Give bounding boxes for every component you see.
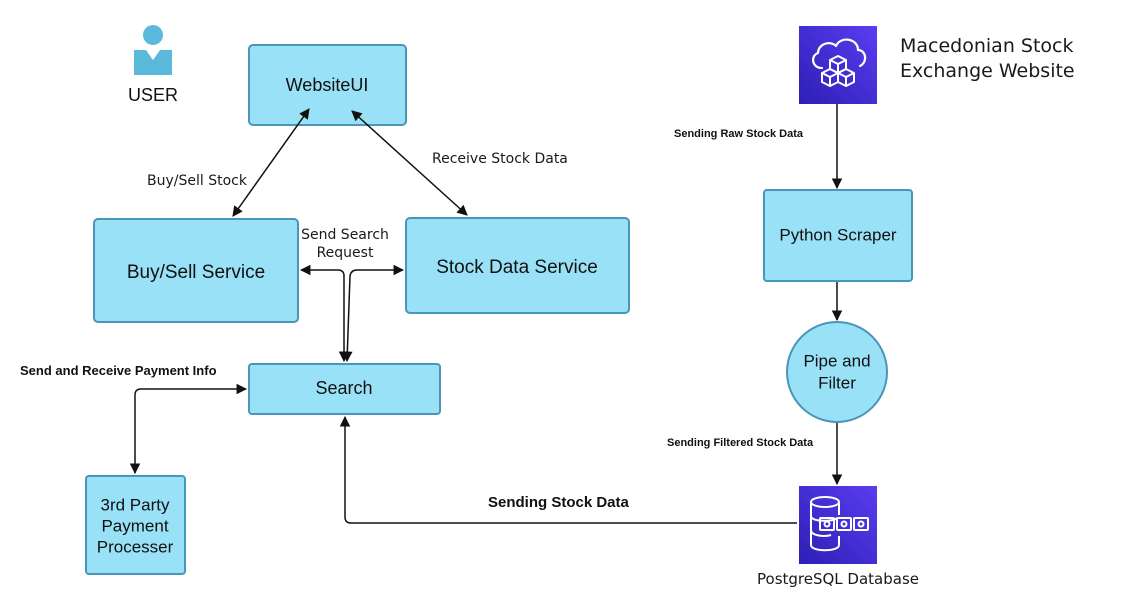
buy-sell-service-label: Buy/Sell Service	[127, 262, 265, 283]
database-icon	[799, 486, 877, 564]
edge-label-receive-stock-data: Receive Stock Data	[432, 151, 568, 167]
payment-processor-label-line1: 3rd Party	[101, 495, 170, 514]
payment-processor-label-line2: Payment	[101, 516, 168, 535]
search-node: Search	[248, 363, 441, 415]
user-label: USER	[128, 85, 178, 105]
mse-website-label-line1: Macedonian Stock	[900, 35, 1074, 57]
buy-sell-service-node: Buy/Sell Service	[93, 218, 299, 323]
python-scraper-node: Python Scraper	[763, 189, 913, 282]
edge-websiteui-stockdata	[351, 110, 468, 216]
mse-website-label-line2: Exchange Website	[900, 60, 1075, 82]
edge-label-send-search-request-line1: Send Search	[301, 227, 389, 243]
search-label: Search	[315, 378, 372, 398]
edge-websiteui-buysell	[232, 108, 310, 217]
stock-data-service-label: Stock Data Service	[436, 257, 598, 278]
website-ui-label: WebsiteUI	[286, 75, 369, 95]
edge-label-buy-sell-stock: Buy/Sell Stock	[147, 173, 248, 189]
pipe-filter-label-line2: Filter	[818, 373, 856, 392]
payment-processor-label-line3: Processer	[97, 537, 174, 556]
stock-data-service-node: Stock Data Service	[405, 217, 630, 314]
pipe-filter-label-line1: Pipe and	[803, 351, 870, 370]
edge-label-sending-stock-data: Sending Stock Data	[488, 494, 630, 511]
edge-label-send-receive-payment: Send and Receive Payment Info	[20, 363, 217, 378]
cloud-cubes-icon	[799, 26, 877, 104]
edge-stockdata-search	[342, 264, 405, 363]
edge-buysell-search	[299, 264, 350, 363]
user-icon	[134, 25, 172, 75]
edge-search-payment	[129, 383, 248, 475]
website-ui-node: WebsiteUI	[248, 44, 407, 126]
python-scraper-label: Python Scraper	[779, 225, 897, 244]
postgres-label: PostgreSQL Database	[757, 570, 919, 588]
edge-label-send-search-request-line2: Request	[317, 245, 374, 261]
payment-processor-node: 3rd Party Payment Processer	[85, 475, 186, 575]
pipe-filter-node: Pipe and Filter	[786, 321, 888, 423]
edge-label-sending-filtered-stock-data: Sending Filtered Stock Data	[667, 437, 814, 449]
edge-label-sending-raw-stock-data: Sending Raw Stock Data	[674, 128, 804, 140]
edge-postgres-search	[339, 415, 797, 524]
